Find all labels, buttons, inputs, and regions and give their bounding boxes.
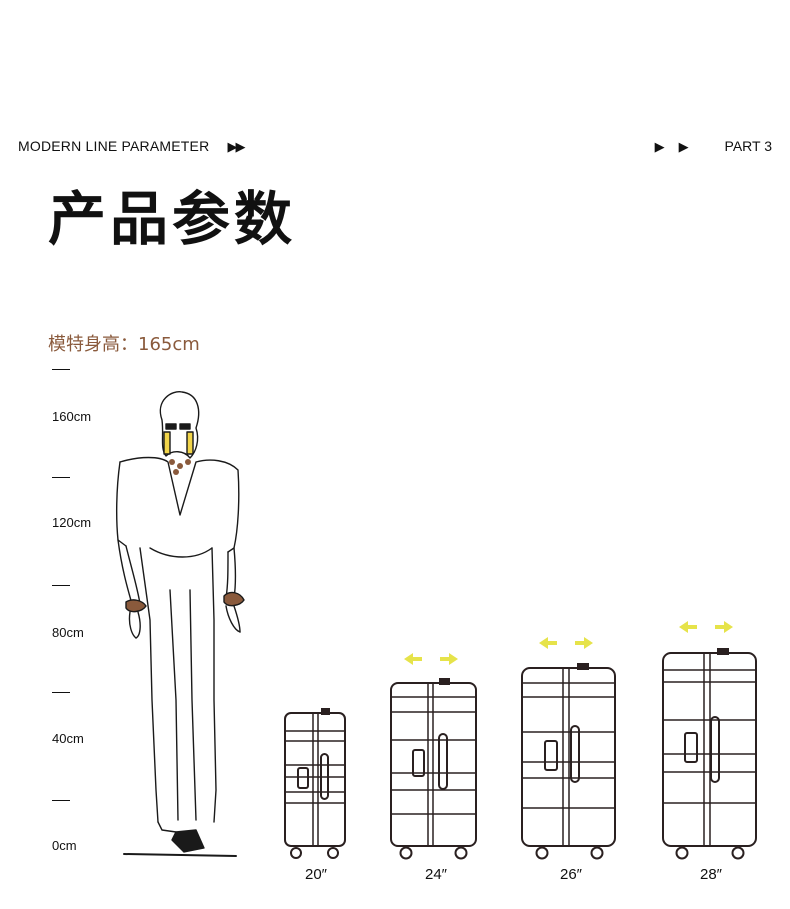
scale-tick (52, 800, 70, 801)
suitcase-20 (284, 708, 346, 859)
expand-arrow-icons (404, 621, 733, 665)
scale-label-0: 0cm (52, 838, 77, 853)
scale-tick (52, 585, 70, 586)
arrow-right-icon (715, 621, 733, 633)
scale-label-80: 80cm (52, 625, 84, 640)
arrow-left-icon (539, 637, 557, 649)
part-label: ▶▶ PART 3 (655, 138, 772, 155)
scale-tick (52, 692, 70, 693)
section-label-text: MODERN LINE PARAMETER (18, 138, 210, 154)
size-label-24: 24″ (425, 866, 447, 883)
scale-tick (52, 369, 70, 370)
arrow-left-icon (679, 621, 697, 633)
size-label-28: 28″ (700, 866, 722, 883)
double-arrow-icon: ▶▶ (654, 139, 703, 154)
part-label-text: PART 3 (724, 138, 772, 154)
model-height-caption: 模特身高：165cm (48, 334, 200, 355)
arrow-right-icon (575, 637, 593, 649)
scale-label-120: 120cm (52, 515, 92, 530)
page-title: 产品参数 (48, 185, 297, 253)
suitcase-26 (521, 663, 616, 860)
size-label-26: 26″ (560, 866, 582, 883)
scale-label-40: 40cm (52, 731, 84, 746)
size-label-20: 20″ (305, 866, 327, 883)
suitcase-28 (662, 648, 757, 860)
scale-label-160: 160cm (52, 409, 92, 424)
model-figure (115, 391, 245, 857)
section-label: MODERN LINE PARAMETER ▶▶ (18, 138, 246, 155)
scale-tick (52, 477, 70, 478)
double-arrow-icon: ▶▶ (227, 139, 246, 154)
arrow-left-icon (404, 653, 422, 665)
suitcase-24 (390, 678, 477, 860)
arrow-right-icon (440, 653, 458, 665)
